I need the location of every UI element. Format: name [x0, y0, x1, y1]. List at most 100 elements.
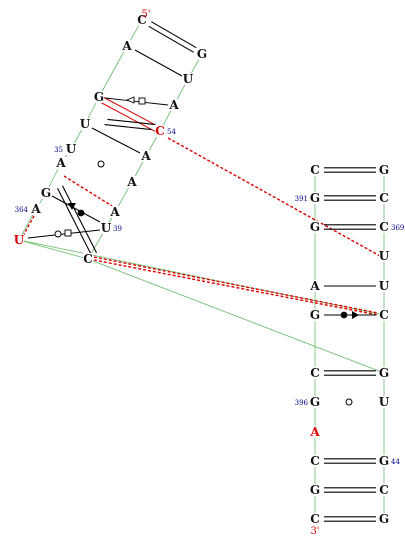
- base-pair-double: [107, 118, 155, 125]
- nucleotide-background: [183, 73, 193, 85]
- nucleotide-background: [310, 484, 320, 496]
- arrowhead-symbol: [68, 203, 76, 210]
- nucleotide-left-strand: G: [94, 90, 104, 104]
- nucleotide-left-partner: C: [155, 124, 165, 138]
- nucleotide-right-left-strand: G: [310, 220, 320, 234]
- tertiary-interaction-line: [22, 204, 41, 237]
- nucleotide-background: [155, 125, 165, 137]
- nucleotide-left-strand: U: [66, 142, 77, 156]
- nucleotide-background: [379, 367, 389, 379]
- nucleotide-right-right-strand: C: [379, 191, 389, 205]
- nucleotide-left-partner: A: [168, 98, 179, 112]
- nucleotide-background: [137, 14, 147, 26]
- nucleotide-right-left-strand: A: [309, 279, 320, 293]
- wobble-circle-symbol: [345, 398, 353, 406]
- nucleotide-right-left-strand: G: [310, 483, 320, 497]
- tertiary-interactions-layer: [22, 96, 381, 316]
- nucleotide-background: [169, 99, 179, 111]
- nucleotide-right-right-strand: G: [379, 454, 389, 468]
- hairpin-loop-backbone: [18, 239, 89, 260]
- nucleotide-background: [122, 40, 132, 52]
- noncanonical-pair-line: [104, 97, 169, 106]
- nucleotide-left-strand: C: [137, 13, 147, 27]
- nucleotide-left-strand: A: [121, 39, 132, 53]
- nucleotide-right-right-strand: C: [379, 308, 389, 322]
- tertiary-interaction-line: [93, 256, 379, 314]
- nucleotide-right-left-strand: G: [310, 191, 320, 205]
- nucleotide-background: [379, 396, 389, 408]
- nucleotide-right-right-strand: G: [379, 512, 389, 526]
- position-label: 39: [113, 225, 122, 233]
- nucleotide-background: [197, 48, 207, 60]
- three-prime-end-label: 3': [310, 526, 319, 537]
- nucleotide-background: [379, 250, 389, 262]
- pair-symbols-layer: [27, 96, 359, 406]
- nucleotide-background: [379, 513, 389, 525]
- base-pair-single: [134, 49, 183, 77]
- nucleotide-background: [14, 234, 24, 246]
- connector-backbone: [18, 239, 385, 316]
- nucleotide-left-strand: A: [55, 156, 66, 170]
- nucleotide-right-left-strand: C: [310, 454, 320, 468]
- nucleotide-right-right-strand: U: [379, 279, 390, 293]
- nucleotide-right-right-strand: G: [379, 366, 389, 380]
- nucleotide-left-partner: G: [197, 47, 207, 61]
- position-label: 364: [15, 206, 29, 214]
- nucleotide-background: [127, 176, 137, 188]
- position-label: 44: [391, 458, 400, 466]
- nucleotide-background: [310, 396, 320, 408]
- nucleotide-left-strand: U: [14, 233, 25, 247]
- nucleotide-background: [110, 206, 120, 218]
- tertiary-interaction-box: [99, 96, 164, 135]
- nucleotide-left-strand: G: [41, 186, 51, 200]
- nucleotide-left-strand: U: [80, 117, 91, 131]
- nucleotide-background: [310, 367, 320, 379]
- nucleotide-left-partner: C: [83, 252, 93, 266]
- nucleotide-background: [310, 164, 320, 176]
- nucleotide-background: [310, 426, 320, 438]
- base-pair-double: [148, 25, 194, 53]
- nucleotide-background: [80, 118, 90, 130]
- filled-circle-symbol: [77, 209, 85, 217]
- nucleotide-left-partner: U: [101, 221, 112, 235]
- nucleotide-background: [31, 203, 41, 215]
- nucleotide-left-partner: A: [140, 149, 151, 163]
- nucleotide-background: [379, 221, 389, 233]
- base-pair-double: [104, 124, 152, 131]
- nucleotide-background: [379, 309, 389, 321]
- nucleotide-background: [310, 455, 320, 467]
- nucleotide-background: [141, 150, 151, 162]
- nucleotide-background: [56, 157, 66, 169]
- nucleotide-background: [310, 192, 320, 204]
- base-pair-double: [57, 187, 92, 256]
- nucleotide-background: [379, 164, 389, 176]
- nucleotide-background: [41, 187, 51, 199]
- nucleotide-left-strand: A: [30, 202, 41, 216]
- nucleotide-background: [101, 222, 111, 234]
- nucleotide-right-left-strand: C: [310, 163, 320, 177]
- nucleotide-background: [310, 280, 320, 292]
- nucleotide-background: [66, 143, 76, 155]
- nucleotide-background: [310, 513, 320, 525]
- nucleotide-right-left-strand: C: [310, 512, 320, 526]
- nucleotide-right-left-strand: C: [310, 366, 320, 380]
- nucleotide-background: [379, 455, 389, 467]
- triangle-symbol: [125, 96, 135, 104]
- noncanonical-pair-line: [27, 229, 101, 239]
- position-label: 54: [167, 128, 176, 136]
- circle-symbol: [54, 230, 62, 238]
- base-pair-double: [62, 185, 97, 254]
- position-label: 369: [391, 224, 404, 232]
- nucleotide-right-right-strand: U: [379, 395, 390, 409]
- nucleotide-right-right-strand: U: [379, 249, 390, 263]
- arrowhead-symbol: [352, 311, 359, 319]
- position-label: 35: [54, 146, 63, 154]
- nucleotide-right-right-strand: C: [379, 220, 389, 234]
- five-prime-end-label: 5': [141, 9, 150, 20]
- position-label: 391: [295, 195, 308, 203]
- nucleotide-right-left-strand: G: [310, 395, 320, 409]
- tertiary-interaction-line: [93, 259, 379, 316]
